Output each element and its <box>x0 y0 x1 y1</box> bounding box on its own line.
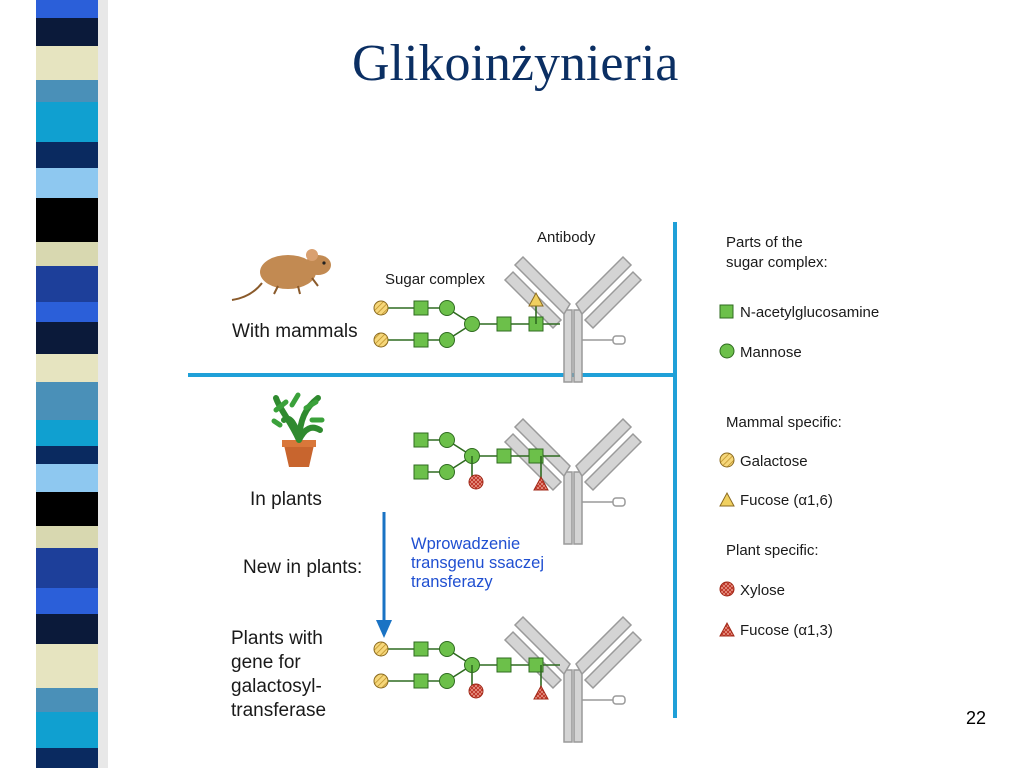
stripe-block <box>36 266 98 302</box>
xylose-circle <box>468 683 484 699</box>
plants-with-gene-label: galactosyl- <box>231 676 322 697</box>
stripe-block <box>36 46 98 80</box>
down-arrow <box>376 512 392 638</box>
stripe-block <box>36 446 98 464</box>
note-line: transferazy <box>411 573 493 591</box>
stripe-block <box>36 644 98 688</box>
legend-item-label: Mannose <box>740 344 802 361</box>
mannose-circle-icon <box>719 343 735 359</box>
mannose-circle <box>439 641 455 657</box>
sugar-complex-label: Sugar complex <box>385 271 486 288</box>
stripe-block <box>36 588 98 614</box>
stripe-block <box>36 322 98 354</box>
decorative-stripe <box>0 0 120 768</box>
stripe-block <box>36 102 98 142</box>
legend-header-parts: Parts of the <box>726 234 803 251</box>
new-in-plants-label: New in plants: <box>243 557 362 578</box>
galactose-hatched-circle-icon <box>719 452 735 468</box>
legend: Parts of the sugar complex: N-acetylgluc… <box>719 234 879 639</box>
mannose-circle <box>439 464 455 480</box>
glcnac-square <box>496 657 512 673</box>
glcnac-square <box>413 332 429 348</box>
glcnac-square <box>496 316 512 332</box>
stripe-block <box>36 526 98 548</box>
galactose-circle <box>373 332 389 348</box>
fucose-triangle <box>528 291 544 307</box>
mannose-circle <box>439 300 455 316</box>
glcnac-square <box>413 673 429 689</box>
fucose-triangle <box>533 684 549 700</box>
stripe-block <box>36 420 98 446</box>
note-line: Wprowadzenie <box>411 535 521 553</box>
mannose-circle <box>439 673 455 689</box>
mouse-icon <box>231 249 331 301</box>
stripe-block <box>36 142 98 168</box>
stripe-block <box>36 548 98 588</box>
glcnac-square <box>413 432 429 448</box>
n-acetylglucosamine-square-icon <box>719 304 734 319</box>
glcnac-square <box>413 641 429 657</box>
note-line: transgenu ssaczej <box>411 554 544 572</box>
stripe-block <box>36 242 98 266</box>
legend-item-label: Galactose <box>740 453 808 470</box>
glcnac-square <box>413 300 429 316</box>
glcnac-square <box>413 464 429 480</box>
glcnac-square <box>496 448 512 464</box>
stripe-block <box>36 712 98 748</box>
stripe-block <box>36 382 98 420</box>
legend-header-mammal: Mammal specific: <box>726 414 842 431</box>
slide-title: Glikoinżynieria <box>352 35 679 92</box>
in-plants-label: In plants <box>250 489 322 510</box>
xylose-circle <box>468 474 484 490</box>
stripe-block <box>36 198 98 242</box>
stripe-block <box>36 80 98 102</box>
legend-item-label: Fucose (α1,3) <box>740 622 833 639</box>
stripe-block <box>36 168 98 198</box>
xylose-red-circle-icon <box>719 581 735 597</box>
galactose-circle <box>373 673 389 689</box>
legend-header-plant: Plant specific: <box>726 542 819 559</box>
potted-plant-icon <box>271 392 325 467</box>
plants-with-gene-label: Plants with <box>231 628 323 649</box>
mannose-circle <box>464 316 480 332</box>
antibody-icon <box>503 615 643 743</box>
stripe-block <box>36 688 98 712</box>
mannose-circle <box>439 332 455 348</box>
stripe-block <box>36 492 98 526</box>
transgene-note: Wprowadzenie transgenu ssaczej transfera… <box>411 535 591 592</box>
stripe-block <box>36 614 98 644</box>
galactose-circle <box>373 300 389 316</box>
stripe-block <box>36 0 98 18</box>
antibody-icon <box>503 417 643 545</box>
stripe-block <box>36 354 98 382</box>
galactose-circle <box>373 641 389 657</box>
with-mammals-label: With mammals <box>232 321 358 342</box>
antibody-label: Antibody <box>537 229 596 246</box>
legend-item-label: Xylose <box>740 582 785 599</box>
plants-with-gene-label: gene for <box>231 652 301 673</box>
fucose-red-triangle-icon <box>719 621 735 637</box>
antibody-icon <box>503 255 643 383</box>
fucose-yellow-triangle-icon <box>719 491 735 507</box>
plants-with-gene-label: transferase <box>231 700 326 721</box>
mannose-circle <box>439 432 455 448</box>
stripe-block <box>36 748 98 768</box>
stripe-block <box>36 18 98 46</box>
page-number: 22 <box>966 708 987 728</box>
stripe-block <box>36 464 98 492</box>
stripe-block <box>36 302 98 322</box>
fucose-triangle <box>533 475 549 491</box>
legend-item-label: Fucose (α1,6) <box>740 492 833 509</box>
glcnac-square <box>528 448 544 464</box>
glcnac-square <box>528 657 544 673</box>
legend-header-parts: sugar complex: <box>726 254 828 271</box>
legend-item-label: N-acetylglucosamine <box>740 304 879 321</box>
